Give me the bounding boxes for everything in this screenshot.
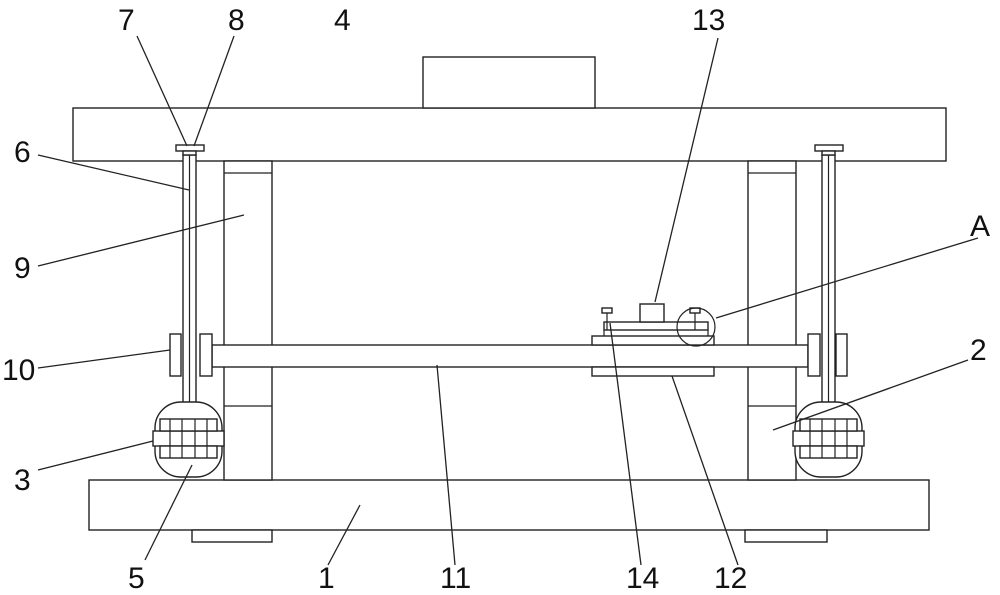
slider-bolt-head-left <box>601 307 613 314</box>
label-11: 11 <box>440 562 471 595</box>
leader-9 <box>37 214 245 267</box>
horizontal-bar <box>211 344 809 368</box>
label-7: 7 <box>118 4 135 37</box>
left-wheel <box>152 401 225 478</box>
label-4: 4 <box>334 4 351 37</box>
slider-motor-block <box>639 303 665 323</box>
leader-6 <box>37 154 190 191</box>
leader-7 <box>136 35 188 147</box>
leader-8 <box>193 35 235 147</box>
label-3: 3 <box>14 464 31 497</box>
right-outer-collar <box>835 333 848 377</box>
left-rod-neck <box>182 150 197 156</box>
left-support-column <box>223 160 273 481</box>
leader-10 <box>37 349 171 369</box>
slider-lower-plate <box>591 366 715 377</box>
label-a: A <box>970 210 990 243</box>
right-inner-collar <box>807 333 821 377</box>
label-6: 6 <box>14 136 31 169</box>
left-rod-cap <box>175 144 205 152</box>
left-outer-collar <box>169 333 182 377</box>
label-13: 13 <box>692 4 725 37</box>
slider-top-plate <box>603 321 709 331</box>
right-wheel <box>792 401 865 478</box>
right-rod-neck <box>821 150 836 156</box>
top-plate <box>72 107 947 162</box>
top-block <box>422 56 596 109</box>
label-10: 10 <box>2 354 35 387</box>
right-foot <box>744 529 828 543</box>
leader-3 <box>37 440 154 471</box>
label-8: 8 <box>228 4 245 37</box>
detail-circle-a <box>676 307 716 347</box>
left-foot <box>191 529 273 543</box>
label-9: 9 <box>14 252 31 285</box>
label-5: 5 <box>128 562 145 595</box>
label-12: 12 <box>714 562 747 595</box>
leader-14 <box>609 322 642 566</box>
leader-a <box>715 237 979 319</box>
leader-2 <box>772 359 969 431</box>
label-2: 2 <box>970 334 987 367</box>
leader-12 <box>671 375 739 566</box>
leader-5 <box>144 464 193 561</box>
left-inner-collar <box>199 333 213 377</box>
slider-upper-plate <box>591 335 715 346</box>
label-14: 14 <box>626 562 659 595</box>
leader-13 <box>654 37 719 303</box>
leader-1 <box>327 504 361 566</box>
right-support-column <box>747 160 797 481</box>
right-rod-cap <box>814 144 844 152</box>
label-1: 1 <box>318 562 335 595</box>
leader-11 <box>436 364 456 566</box>
base-plate <box>88 479 930 531</box>
